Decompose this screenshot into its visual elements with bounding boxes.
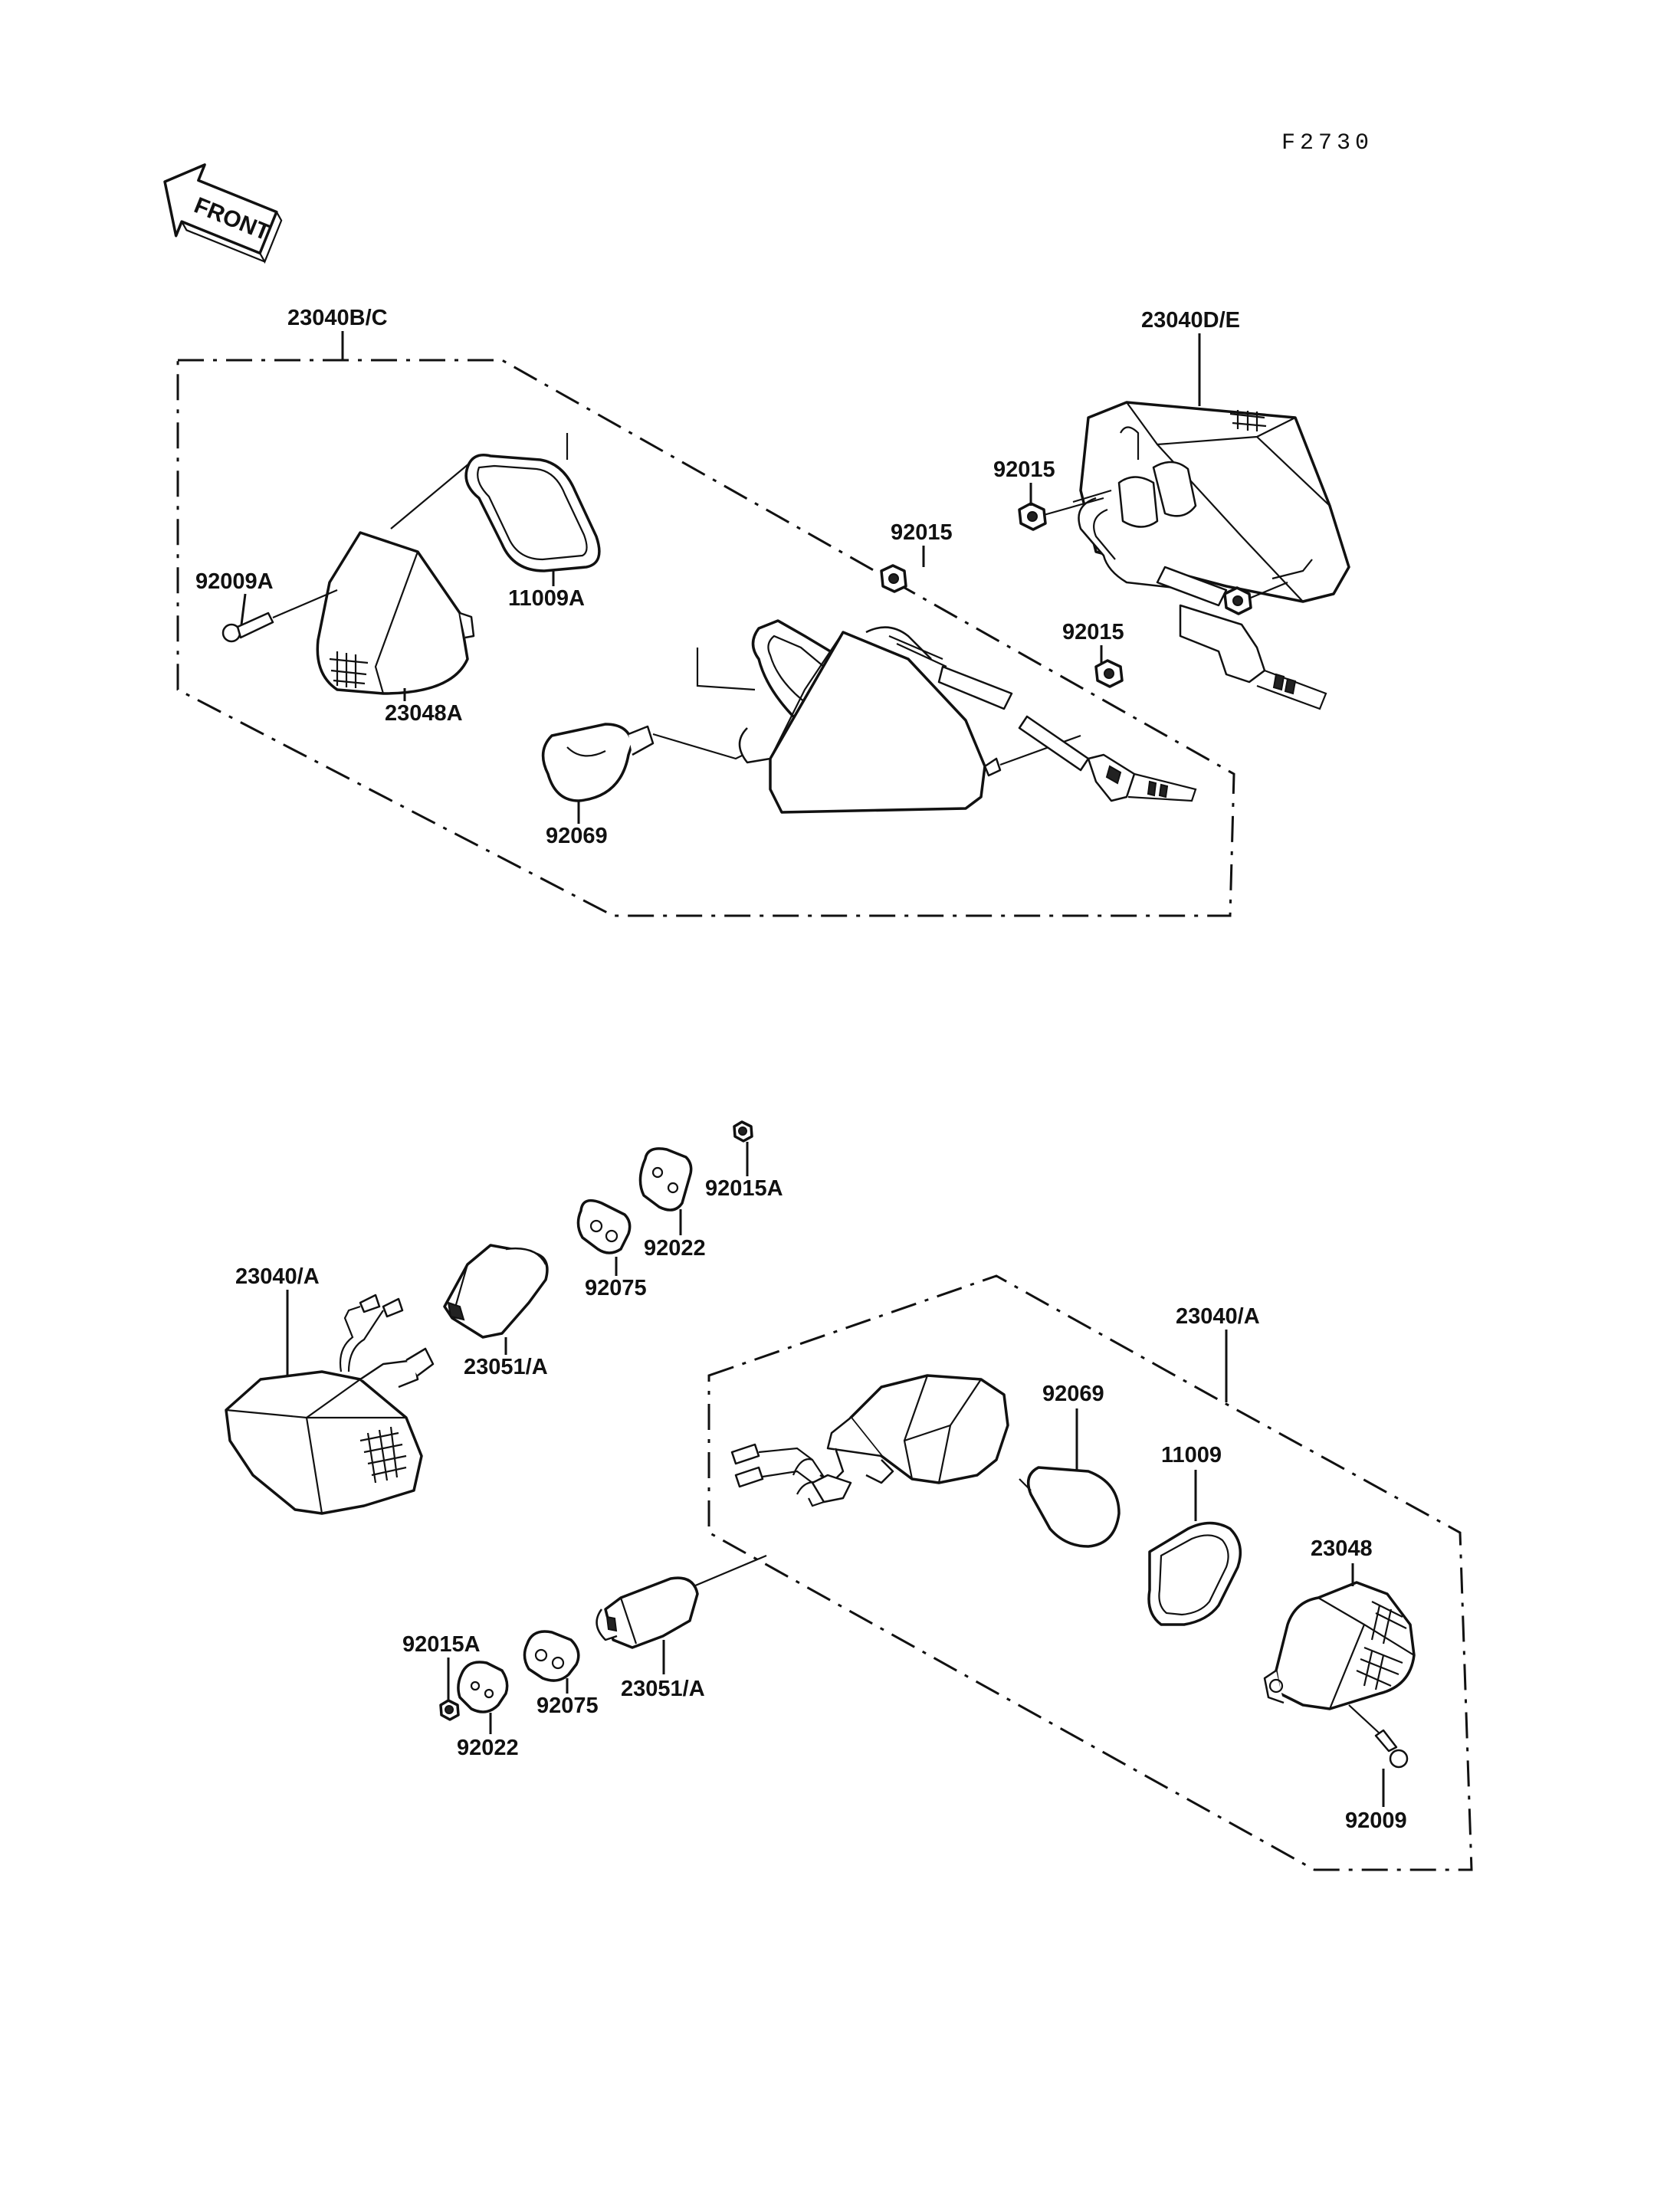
label-92015a-upper: 92015A	[705, 1176, 783, 1201]
label-23040bc: 23040B/C	[287, 306, 388, 330]
label-23040a-right: 23040/A	[1176, 1304, 1260, 1329]
lens-bottom-icon	[1263, 1581, 1416, 1710]
label-92015-top-right: 92015	[993, 457, 1055, 482]
nut-small-lower-icon	[439, 1699, 460, 1721]
socket-holder-upper-icon	[443, 1244, 549, 1339]
label-92069-bottom: 92069	[1042, 1382, 1104, 1406]
label-92015-center: 92015	[891, 520, 953, 545]
nut-small-upper-icon	[733, 1120, 753, 1143]
nut-right-lower-icon	[1223, 581, 1288, 615]
label-23040a-left: 23040/A	[235, 1264, 320, 1289]
label-92009: 92009	[1345, 1808, 1407, 1833]
turn-signal-housing-right-icon	[1078, 401, 1350, 710]
plate-lower-icon	[457, 1661, 509, 1713]
label-23051a-lower: 23051/A	[621, 1677, 705, 1701]
label-92075-upper: 92075	[585, 1276, 647, 1300]
label-11009: 11009	[1161, 1443, 1222, 1467]
label-23040de: 23040D/E	[1141, 308, 1240, 333]
label-92075-lower: 92075	[536, 1694, 599, 1718]
label-92009a: 92009A	[195, 569, 274, 594]
gasket-top-icon	[390, 433, 601, 572]
diagram-code: F2730	[1281, 130, 1373, 156]
label-23048a: 23048A	[385, 701, 463, 726]
label-92022-upper: 92022	[644, 1236, 706, 1261]
label-92015a-lower: 92015A	[402, 1632, 481, 1657]
socket-holder-lower-icon	[596, 1554, 767, 1649]
nut-top-right-icon	[1018, 489, 1112, 531]
bulb-bottom-icon	[1019, 1466, 1121, 1548]
gasket-bottom-icon	[1147, 1521, 1242, 1626]
nut-top-center-icon	[880, 564, 907, 593]
label-23048: 23048	[1311, 1536, 1373, 1561]
damper-lower-icon	[523, 1630, 580, 1682]
turn-signal-housing-top-icon	[696, 619, 1197, 814]
turn-signal-assembly-left-icon	[225, 1294, 435, 1515]
screw-top-icon	[221, 589, 338, 643]
lens-top-icon	[316, 531, 475, 695]
turn-signal-housing-bottom-icon	[730, 1374, 1009, 1507]
label-92015-lower: 92015	[1062, 620, 1124, 644]
assembly-boundary-top	[176, 359, 1235, 917]
label-23051a-upper: 23051/A	[464, 1355, 548, 1379]
bulb-top-icon	[541, 723, 760, 802]
plate-upper-icon	[638, 1147, 693, 1212]
assembly-boundary-bottom	[707, 1274, 1473, 1871]
front-arrow-icon: FRONT	[163, 163, 283, 264]
label-92069-top: 92069	[546, 824, 608, 848]
label-92022-lower: 92022	[457, 1736, 519, 1760]
label-11009a: 11009A	[508, 586, 585, 611]
screw-bottom-icon	[1348, 1704, 1409, 1769]
nut-top-lower-icon	[1094, 659, 1124, 688]
damper-upper-icon	[576, 1199, 632, 1254]
